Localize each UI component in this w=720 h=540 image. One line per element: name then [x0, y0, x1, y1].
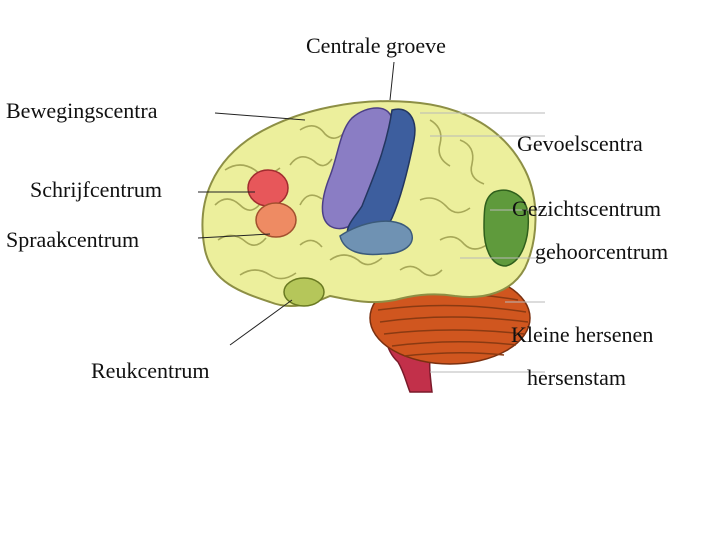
writing-center — [248, 170, 288, 206]
label-gezichtscentrum: Gezichtscentrum — [512, 198, 661, 220]
label-bewegingscentra: Bewegingscentra — [6, 100, 158, 122]
label-centrale-groeve: Centrale groeve — [306, 35, 446, 57]
label-kleine-hersenen: Kleine hersenen — [511, 324, 653, 346]
label-gevoelscentra: Gevoelscentra — [517, 133, 643, 155]
label-gehoorcentrum: gehoorcentrum — [535, 241, 668, 263]
label-hersenstam: hersenstam — [527, 367, 626, 389]
label-schrijfcentrum: Schrijfcentrum — [30, 179, 162, 201]
label-reukcentrum: Reukcentrum — [91, 360, 210, 382]
label-spraakcentrum: Spraakcentrum — [6, 229, 139, 251]
speech-center — [256, 203, 296, 237]
